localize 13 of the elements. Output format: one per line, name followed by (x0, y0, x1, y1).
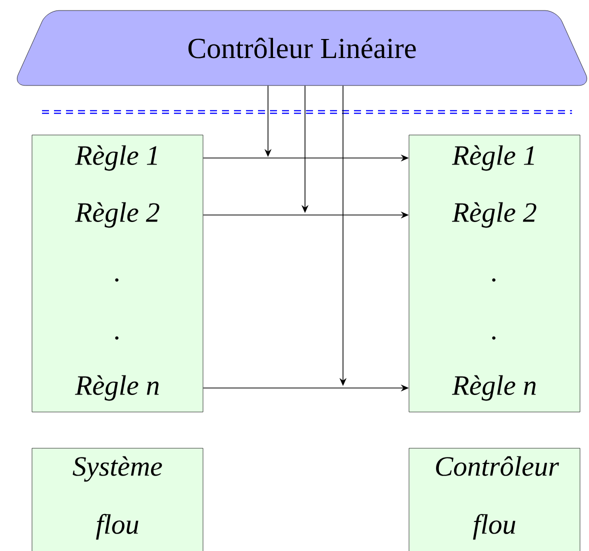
rule-label: . (115, 278, 118, 282)
rule-label: Règle 1 (74, 145, 157, 171)
rule-label: . (492, 336, 496, 340)
rule-label: Règle n (74, 375, 159, 401)
rule-label: Règle 1 (452, 145, 534, 171)
rule-label: Règle n (452, 375, 536, 401)
rule-label: Règle 2 (74, 202, 160, 228)
system-box: Contrôleur flou (408, 448, 580, 551)
rule-label: Règle 2 (452, 202, 536, 228)
rule-label: . (492, 278, 496, 282)
rule-label: . (115, 336, 118, 340)
system-box: Système flou (32, 448, 204, 551)
trapezoid-block: Contrôleur Linéaire (16, 10, 588, 86)
